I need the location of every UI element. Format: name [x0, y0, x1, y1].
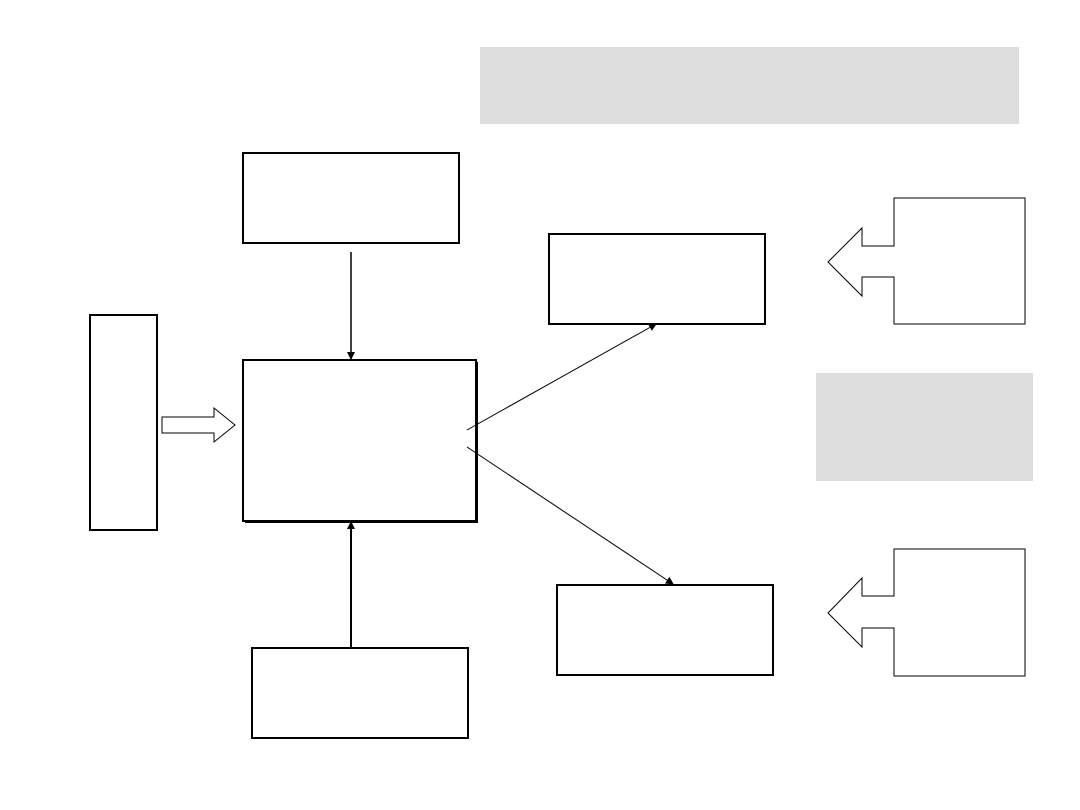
block-arrow-right [161, 406, 236, 444]
connector-center-to-lower [466, 446, 674, 585]
output-upper-box [548, 233, 766, 325]
side-panel-box [816, 373, 1033, 481]
callout-lower-right [827, 548, 1026, 677]
center-process-box [242, 359, 478, 523]
output-lower-box [556, 584, 774, 676]
top-banner-box [480, 47, 1019, 124]
left-tall-box [89, 314, 158, 531]
connector-center-to-upper [466, 323, 657, 431]
input-top-box [242, 152, 460, 244]
input-bottom-box [251, 647, 469, 739]
callout-upper-right [827, 197, 1026, 325]
